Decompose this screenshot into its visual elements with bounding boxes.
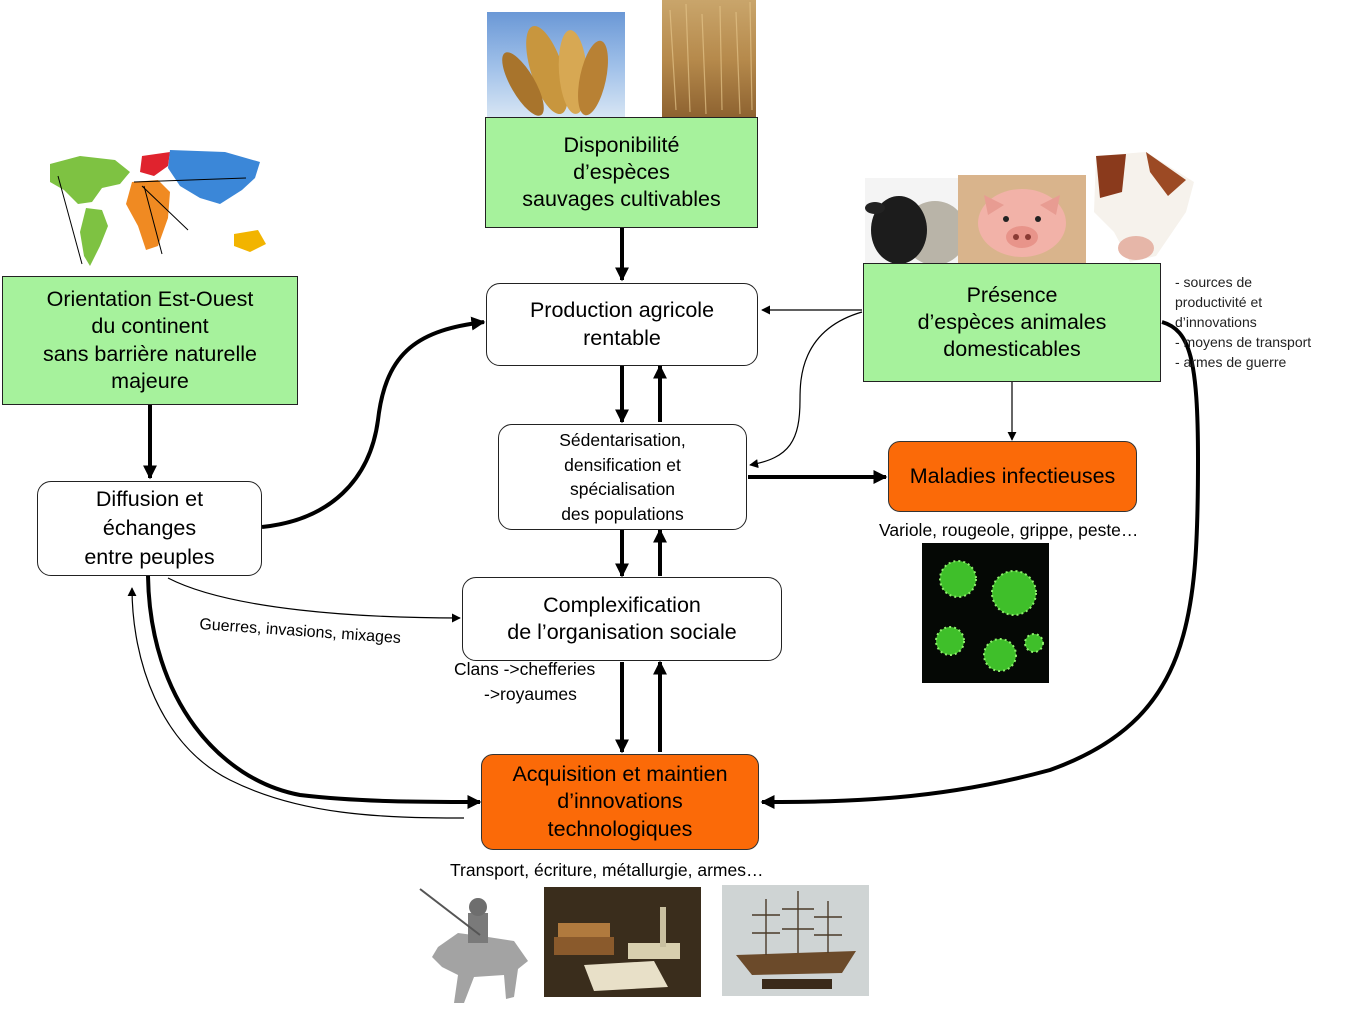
agri-line-2: rentable [583, 325, 661, 350]
diffusion-line-1: Diffusion et [95, 486, 204, 511]
animal-role-4: - moyens de transport [1175, 334, 1312, 350]
wild-species-line-2: d’espèces [573, 159, 670, 184]
animals-line-2: d’espèces animales [917, 309, 1107, 334]
innovations-line-2: d’innovations [557, 789, 683, 814]
arrow-diffusion-to-agri [261, 316, 486, 529]
complexification-line-1: Complexification [543, 592, 701, 617]
complexification-line-2: de l’organisation sociale [507, 620, 737, 644]
diseases-examples-label: Variole, rougeole, grippe, peste… [879, 520, 1139, 540]
clans-label-2: ->royaumes [484, 684, 577, 704]
clans-label-1: Clans ->chefferies [454, 659, 596, 679]
orientation-line-1: Orientation Est-Ouest [46, 286, 254, 311]
armored-knight-image [418, 887, 540, 1013]
sheep-image [865, 178, 960, 263]
box-complexification: Complexification de l’organisation socia… [462, 577, 782, 661]
animal-role-2: productivité et [1175, 294, 1263, 310]
innovations-line-1: Acquisition et maintien [512, 762, 728, 787]
arrow-diffusion-to-complexification [167, 577, 461, 623]
box-wild-species: Disponibilité d’espèces sauvages cultiva… [485, 117, 758, 228]
box-sedentarisation: Sédentarisation, densification et spécia… [498, 424, 747, 530]
animals-line-3: domesticables [943, 337, 1081, 362]
wheat-closeup-image [487, 12, 625, 118]
arrow-animals-to-sedentarisation [749, 311, 863, 469]
cow-image [1086, 152, 1196, 263]
animals-line-1: Présence [966, 282, 1058, 307]
agri-line-1: Production agricole [529, 298, 715, 323]
sedentarisation-line-4: des populations [561, 503, 684, 524]
sailing-ship-image [722, 885, 869, 996]
books-still-life-image [544, 887, 701, 997]
box-orientation: Orientation Est-Ouest du continent sans … [2, 276, 298, 405]
wild-species-line-1: Disponibilité [563, 132, 680, 157]
box-diffusion: Diffusion et échanges entre peuples [37, 481, 262, 576]
world-map-image [20, 146, 295, 271]
animal-role-3: d’innovations [1175, 314, 1257, 330]
sedentarisation-line-2: densification et [564, 454, 681, 475]
virus-image [922, 543, 1049, 683]
orientation-line-2: du continent [91, 314, 209, 339]
pig-image [958, 175, 1086, 263]
arrow-animals-to-innovations [760, 320, 1201, 809]
innovations-line-3: technologiques [547, 816, 693, 841]
innovation-examples-label: Transport, écriture, métallurgie, armes… [450, 860, 764, 880]
wheat-field-image [662, 0, 756, 118]
animal-role-5: - armes de guerre [1175, 354, 1287, 370]
arrow-innovations-to-diffusion [127, 587, 465, 819]
diffusion-line-3: entre peuples [84, 545, 215, 569]
diffusion-line-2: échanges [102, 515, 197, 540]
diseases-line-1: Maladies infectieuses [909, 463, 1116, 488]
orientation-line-3: sans barrière naturelle [43, 341, 257, 366]
arrow-diffusion-to-innovations [146, 575, 482, 809]
box-innovations: Acquisition et maintien d’innovations te… [481, 754, 759, 850]
box-animals: Présence d’espèces animales domesticable… [863, 263, 1161, 382]
animal-role-1: - sources de [1175, 274, 1253, 290]
box-diseases: Maladies infectieuses [888, 441, 1137, 512]
orientation-line-4: majeure [111, 368, 189, 393]
animal-roles-list: - sources de productivité et d’innovatio… [1175, 272, 1311, 372]
wild-species-line-3: sauvages cultivables [522, 187, 721, 212]
sedentarisation-line-3: spécialisation [569, 479, 676, 499]
box-agri-production: Production agricole rentable [486, 283, 758, 366]
sedentarisation-line-1: Sédentarisation, [559, 430, 686, 450]
